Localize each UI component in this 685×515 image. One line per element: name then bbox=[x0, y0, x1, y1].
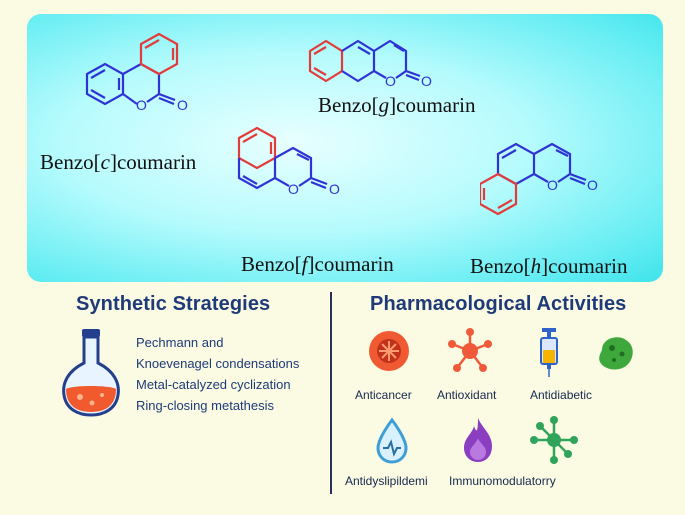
oxygen-atom: O bbox=[421, 73, 432, 89]
synthetic-strategies-list: Pechmann and Knoevenagel condensations M… bbox=[136, 332, 299, 416]
flame-icon bbox=[464, 418, 492, 462]
pharmacological-activities-title: Pharmacological Activities bbox=[370, 293, 627, 315]
benzo-h-coumarin-structure: O O bbox=[480, 142, 598, 216]
oxygen-atom: O bbox=[329, 181, 340, 197]
list-item: Knoevenagel condensations bbox=[136, 356, 300, 371]
list-item: Ring-closing metathesis bbox=[136, 398, 275, 413]
activity-label-antidiabetic: Antidiabetic bbox=[530, 388, 593, 402]
molecule-network-icon bbox=[448, 328, 492, 372]
list-item: Metal-catalyzed cyclization bbox=[136, 377, 291, 392]
syringe-icon bbox=[540, 328, 558, 377]
benzo-f-coumarin-structure: O O bbox=[237, 126, 340, 197]
oxygen-atom: O bbox=[547, 177, 558, 193]
oxygen-atom: O bbox=[587, 177, 598, 193]
benzo-g-coumarin-label: Benzo[g]coumarin bbox=[318, 93, 476, 117]
drop-icon bbox=[376, 417, 408, 464]
activity-label-antidyslipidemic: Antidyslipildemi bbox=[345, 474, 428, 488]
activity-label-immunomodulatory: Immunomodulatorry bbox=[449, 474, 556, 488]
oxygen-atom: O bbox=[177, 97, 188, 113]
benzo-f-coumarin-label: Benzo[f]coumarin bbox=[241, 252, 394, 276]
benzo-c-coumarin-label: Benzo[c]coumarin bbox=[40, 150, 197, 174]
benzo-g-coumarin-structure: O O bbox=[308, 39, 432, 89]
benzo-h-coumarin-label: Benzo[h]coumarin bbox=[470, 254, 628, 278]
section-divider bbox=[330, 292, 332, 494]
oxygen-atom: O bbox=[385, 73, 396, 89]
oxygen-atom: O bbox=[288, 181, 299, 197]
virus-network-icon bbox=[530, 416, 578, 464]
oxygen-atom: O bbox=[136, 97, 147, 113]
list-item: Pechmann and bbox=[136, 335, 224, 350]
cancer-cell-icon bbox=[369, 331, 409, 371]
activity-label-antioxidant: Antioxidant bbox=[437, 388, 497, 402]
benzo-c-coumarin-structure: O O bbox=[85, 32, 188, 113]
flask-icon bbox=[62, 329, 120, 417]
activity-label-anticancer: Anticancer bbox=[355, 388, 412, 402]
bacteria-icon bbox=[599, 337, 633, 370]
synthetic-strategies-title: Synthetic Strategies bbox=[76, 293, 271, 315]
